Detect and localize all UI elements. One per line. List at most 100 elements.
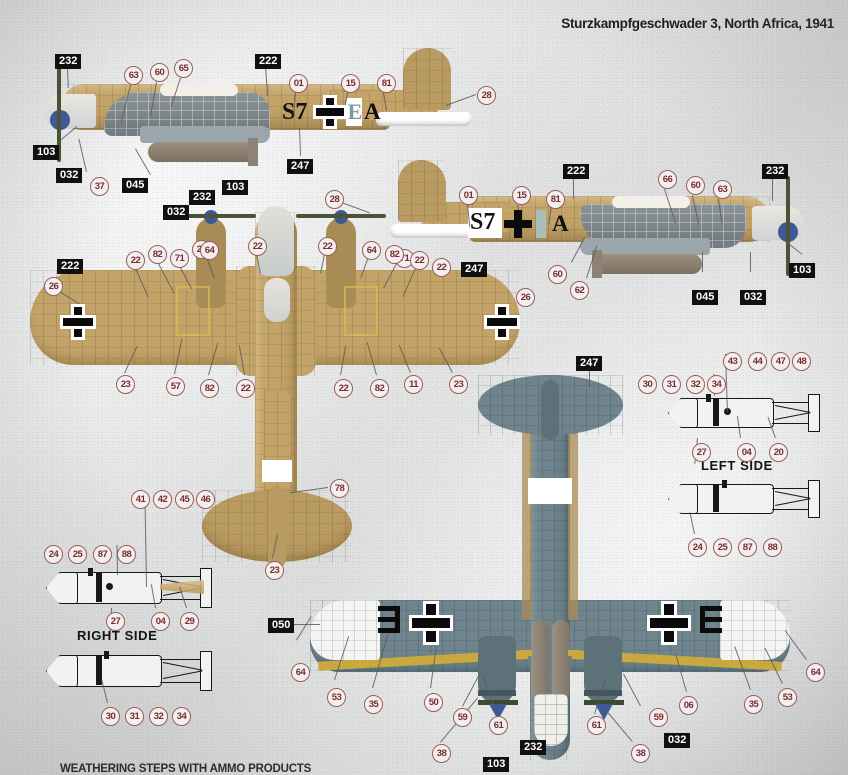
paint-callout: 20 [769,443,788,462]
bomb-right-lug-lower [104,651,109,659]
paint-callout: 23 [116,375,135,394]
paint-callout: 50 [424,693,443,712]
bomb-right-nose-lower [46,655,78,687]
top-stbd-panel-outline [344,286,378,336]
paint-callout: 82 [200,379,219,398]
page-title: Sturzkampfgeschwader 3, North Africa, 19… [561,16,834,31]
part-label-box: 032 [740,290,767,305]
leader [623,673,641,706]
paint-callout: 04 [151,612,170,631]
paint-callout: 23 [265,561,284,580]
paint-callout: 04 [737,443,756,462]
bottom-stbd-radiator [584,690,622,696]
paint-callout: 81 [546,190,565,209]
bottom-port-radiator [478,690,516,696]
port-code-letter2: A [364,99,381,124]
top-port-nacelle [196,218,226,308]
paint-callout: 78 [330,479,349,498]
bottom-fuselage-sand-edge-left [522,430,532,620]
paint-callout: 11 [404,375,423,394]
part-label-box: 045 [122,178,149,193]
paint-callout: 60 [686,176,705,195]
bomb-right-side-label: RIGHT SIDE [77,628,158,643]
paint-callout: 22 [126,251,145,270]
paint-callout: 48 [792,352,811,371]
bomb-left-nose-lower [668,484,698,514]
paint-callout: 61 [489,716,508,735]
paint-callout: 28 [477,86,496,105]
leader [605,709,633,742]
paint-callout: 34 [172,707,191,726]
paint-callout: 06 [679,696,698,715]
paint-callout: 44 [748,352,767,371]
stbd-vertical-fin [398,160,446,222]
part-label-box: 222 [255,54,282,69]
paint-callout: 61 [587,716,606,735]
bomb-right-fuze-upper [106,583,113,590]
stbd-fuselage-cross [504,210,532,238]
paint-callout: 64 [291,663,310,682]
top-stbd-nacelle [326,218,356,308]
paint-callout: 26 [44,277,63,296]
paint-callout: 01 [459,186,478,205]
leader [144,494,147,587]
bomb-right-lug-upper [88,568,93,576]
bottom-ventral-glazing [534,694,568,746]
top-canopy [264,278,290,322]
leader [689,512,695,534]
paint-callout: 23 [449,375,468,394]
bottom-bomb-right [552,620,570,698]
paint-callout: 64 [200,241,219,260]
paint-callout: 63 [713,180,732,199]
bomb-left-body-upper [692,398,774,428]
bomb-left-body-lower [692,484,774,514]
paint-callout: 15 [341,74,360,93]
leader [292,624,320,625]
part-label-box: 032 [163,205,190,220]
part-label-box: 247 [461,262,488,277]
bomb-right-body-upper [72,572,162,604]
port-code-letter1: E [347,99,363,124]
paint-callout: 66 [658,170,677,189]
bomb-right-fin-fill [160,580,204,594]
bottom-fin [541,380,559,440]
bottom-port-wingtip [310,600,380,660]
paint-callout: 82 [370,379,389,398]
bomb-left-tail-cone-upper [772,402,814,424]
stbd-dorsal-glazing [612,196,690,208]
paint-callout: 31 [125,707,144,726]
part-label-box: 103 [789,263,816,278]
paint-callout: 29 [180,612,199,631]
port-ventral-gondola [140,126,270,143]
stbd-external-store [598,254,702,274]
paint-callout: 01 [289,74,308,93]
paint-callout: 57 [166,377,185,396]
leader [750,252,751,272]
paint-callout: 53 [327,688,346,707]
leader [78,138,87,172]
bomb-left-side-label: LEFT SIDE [701,458,773,473]
paint-callout: 27 [106,612,125,631]
bomb-left-band-lower [713,484,719,512]
paint-callout: 88 [117,545,136,564]
paint-callout: 22 [248,237,267,256]
paint-callout: 47 [771,352,790,371]
bottom-root-trim-right [568,650,580,656]
paint-callout: 60 [150,63,169,82]
paint-callout: 62 [570,281,589,300]
port-external-store [148,142,252,162]
paint-callout: 71 [170,249,189,268]
paint-callout: 64 [362,241,381,260]
port-vertical-fin [403,48,451,110]
stbd-code-letter: A [552,211,569,236]
bomb-left-lug-lower [722,480,727,488]
paint-callout: 53 [778,688,797,707]
part-label-box: 247 [576,356,603,371]
bottom-bomb-left [531,620,549,698]
part-label-box: 222 [563,164,590,179]
part-label-box: 050 [268,618,295,633]
paint-callout: 25 [68,545,87,564]
port-propeller [57,62,61,162]
stbd-code-prefix: S7 [470,209,496,235]
part-label-box: 103 [222,180,249,195]
